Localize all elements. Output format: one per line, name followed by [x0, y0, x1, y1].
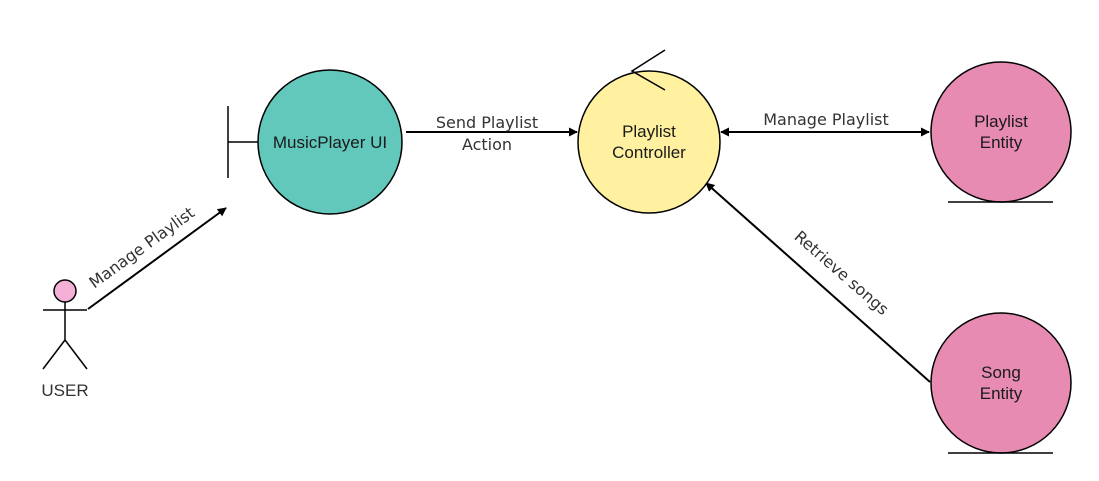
- controller-label-line1: Playlist: [622, 122, 676, 141]
- controller-arrowhead-mark: [630, 49, 666, 91]
- edge-song-to-controller: Retrieve songs: [705, 182, 931, 383]
- edge-ui-to-controller-label-line2: Action: [462, 135, 512, 154]
- edge-user-to-ui-label: Manage Playlist: [85, 203, 198, 292]
- controller-circle: [577, 70, 721, 214]
- edge-ui-to-controller: Send Playlist Action: [406, 113, 578, 154]
- song-entity-label-line1: Song: [981, 363, 1021, 382]
- boundary-node-musicplayer-ui: MusicPlayer UI: [227, 69, 403, 215]
- edge-song-to-controller-line: [705, 182, 931, 383]
- actor-right-leg: [64, 339, 88, 370]
- song-entity-label-line2: Entity: [980, 384, 1023, 403]
- actor-label: USER: [41, 381, 88, 400]
- entity-node-song-entity: Song Entity: [930, 312, 1072, 454]
- controller-node-playlist-controller: Playlist Controller: [577, 49, 721, 214]
- controller-label-line2: Controller: [612, 143, 686, 162]
- boundary-label: MusicPlayer UI: [273, 133, 387, 152]
- actor-user: USER: [41, 279, 89, 400]
- actor-head: [53, 279, 77, 303]
- playlist-entity-label-line2: Entity: [980, 133, 1023, 152]
- edge-user-to-ui: Manage Playlist: [85, 203, 227, 310]
- edge-ui-to-controller-label-line1: Send Playlist: [436, 113, 538, 132]
- edge-controller-to-playlist-entity: Manage Playlist: [720, 110, 930, 137]
- entity-node-playlist-entity: Playlist Entity: [930, 61, 1072, 203]
- playlist-entity-label-line1: Playlist: [974, 112, 1028, 131]
- playlist-entity-circle: [930, 61, 1072, 203]
- song-entity-circle: [930, 312, 1072, 454]
- edge-controller-to-playlist-entity-label: Manage Playlist: [763, 110, 889, 129]
- edge-user-to-ui-line: [87, 207, 227, 310]
- boundary-circle: [257, 69, 403, 215]
- actor-left-leg: [42, 339, 66, 370]
